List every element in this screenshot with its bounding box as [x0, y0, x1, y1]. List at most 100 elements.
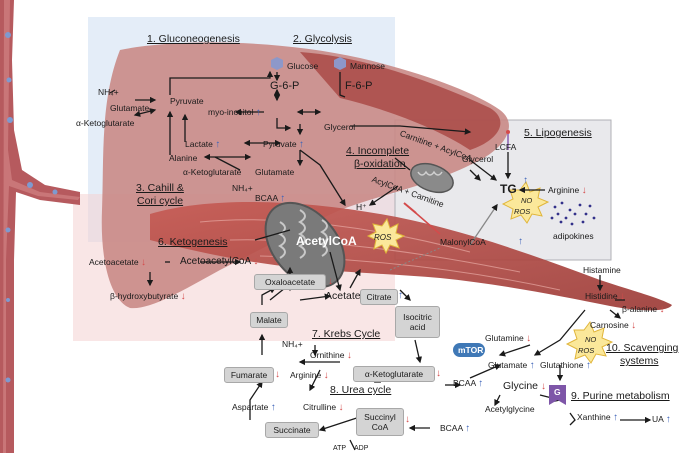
mitochondrion-large: [264, 201, 346, 289]
down-arrow-icon: ↓: [253, 256, 259, 267]
myoinositol-label: myo-inositol ↑: [208, 107, 261, 118]
up-arrow-icon: ↑: [518, 236, 523, 247]
adipokine-up-marker: ↑: [518, 236, 523, 247]
glutamate-mid-label: Glutamate: [255, 167, 295, 177]
nh4-top-label: NH₄+: [98, 87, 119, 97]
beta-oxidation-header: 4. Incomplete: [346, 145, 410, 157]
tg-label: TG: [500, 182, 517, 196]
histidine-label: Histidine ↓: [585, 291, 625, 302]
down-arrow-icon: ↓: [619, 291, 625, 302]
oxaloacetate-down: ↓: [328, 276, 333, 287]
adp-label: ADP: [354, 445, 369, 452]
akg-mid-label: α-Ketoglutarate: [183, 167, 242, 177]
urea-header: 8. Urea cycle: [330, 384, 392, 396]
malonyl-to-tg-arrow: [469, 203, 498, 246]
ketogenesis-header: 6. Ketogenesis: [158, 236, 228, 248]
mannose-hexagon-icon: [334, 57, 346, 70]
ros-label-scav: ROS: [578, 346, 595, 355]
down-arrow-icon: ↓: [338, 402, 344, 413]
krebs-header: 7. Krebs Cycle: [312, 328, 381, 340]
down-arrow-icon: ↓: [180, 291, 186, 302]
atp-label: ATP: [333, 445, 347, 452]
g6p-label: G-6-P: [270, 80, 300, 92]
up-arrow-icon: ↑: [665, 414, 671, 425]
malate-box: Malate: [250, 312, 288, 328]
down-arrow-icon: ↓: [526, 333, 532, 344]
up-arrow-icon: ↑: [612, 412, 618, 423]
glycerol-lipo-label: Glycerol: [462, 154, 494, 164]
carnosine-label: Carnosine ↓: [590, 320, 637, 331]
nh4-mid-label: NH₄+: [232, 183, 253, 193]
down-arrow-icon: ↓: [581, 185, 587, 196]
bcaa-succ-label: BCAA ↑: [440, 423, 471, 434]
succinyl-box: Succinyl CoA: [356, 408, 404, 436]
up-arrow-icon: ↑: [398, 290, 403, 301]
fumarate-box: Fumarate: [224, 367, 274, 383]
glutathione-label: Glutathione ↑: [540, 360, 591, 371]
mtor-label: mTOR: [458, 345, 484, 355]
histamine-label: Histamine: [583, 265, 621, 275]
up-arrow-icon: ↑: [280, 193, 286, 204]
acetoacetylcoa-label: AcetoacetylCoA ↓: [180, 256, 259, 267]
lipogenesis-header: 5. Lipogenesis: [524, 127, 592, 139]
glycolysis-header: 2. Glycolysis: [293, 33, 352, 45]
fumarate-down: ↓: [275, 369, 280, 380]
down-arrow-icon: ↓: [323, 370, 329, 381]
glycine-label: Glycine ↓: [503, 380, 546, 392]
akg-top-label: α-Ketoglutarate: [76, 118, 135, 128]
ros-burst-mito: [366, 217, 406, 255]
lactate-label: Lactate ↑: [185, 139, 221, 150]
glutamate-top-label: Glutamate: [110, 103, 150, 113]
down-arrow-icon: ↓: [436, 368, 441, 379]
ros-label-mito: ROS: [374, 233, 392, 242]
up-arrow-icon: ↑: [478, 378, 484, 389]
up-arrow-icon: ↑: [215, 139, 221, 150]
citrate-up: ↑: [398, 290, 403, 301]
acetoacetate-label: Acetoacetate ↓: [89, 257, 146, 268]
acetylcoa-label: AcetylCoA: [296, 234, 357, 248]
cahill-header-line2: Cori cycle: [137, 195, 184, 207]
ornithine-label: Ornithine ↓: [310, 350, 352, 361]
acetylglycine-label: Acetylglycine: [485, 404, 535, 414]
scavenging-header-line2: systems: [620, 355, 659, 367]
bcaa-mid-label: BCAA ↑: [255, 193, 286, 204]
mannose-label: Mannose: [350, 61, 385, 71]
acetylcoa-to-malonyl: [389, 247, 441, 271]
down-arrow-icon: ↓: [275, 369, 280, 380]
nh4-urea-label: NH₄+: [282, 339, 303, 349]
purine-badge: [549, 385, 566, 405]
glutamine-label: Glutamine ↓: [485, 333, 532, 344]
citrulline-label: Citrulline ↓: [303, 402, 344, 413]
gluconeogenesis-header: 1. Gluconeogenesis: [147, 33, 240, 45]
no-label-scav: NO: [585, 335, 597, 344]
no-label-lipo: NO: [521, 196, 533, 205]
aspartate-label: Aspartate ↑: [232, 402, 276, 413]
beta-oxidation-header-line2: β-oxidation: [354, 158, 406, 170]
isocitric-box: Isocitric acid: [395, 306, 440, 338]
ros-label-lipo: ROS: [514, 207, 531, 216]
oxaloacetate-box: Oxaloacetate: [254, 274, 326, 290]
glycerol-top-label: Glycerol: [324, 122, 356, 132]
tg-up-marker: ↑: [523, 175, 528, 186]
scavenging-header: 10. Scavenging: [606, 342, 679, 354]
cahill-header: 3. Cahill &: [136, 182, 184, 194]
purine-g-label: G: [554, 387, 561, 397]
bcaa-krebs-label: BCAA ↑: [453, 378, 484, 389]
arginine-urea-label: Arginine ↓: [290, 370, 329, 381]
lcfa-label: LCFA: [495, 142, 517, 152]
purine-header: 9. Purine metabolism: [571, 390, 670, 402]
alanine-label: Alanine: [169, 153, 198, 163]
malonylcoa-label: MalonylCoA: [440, 237, 486, 247]
succinyl-down: ↓: [405, 414, 410, 425]
up-arrow-icon: ↑: [529, 360, 535, 371]
up-arrow-icon: ↑: [270, 402, 276, 413]
down-arrow-icon: ↓: [346, 350, 352, 361]
glutamate-scav-label: Glutamate ↑: [488, 360, 535, 371]
ros-burst-lipo: [501, 180, 550, 224]
ros-burst-scav: [565, 320, 614, 364]
citrate-box: Citrate: [360, 289, 398, 305]
down-arrow-icon: ↓: [328, 276, 333, 287]
down-arrow-icon: ↓: [631, 320, 637, 331]
ua-label: UA ↑: [652, 414, 671, 425]
akg-box-down: ↓: [436, 368, 441, 379]
